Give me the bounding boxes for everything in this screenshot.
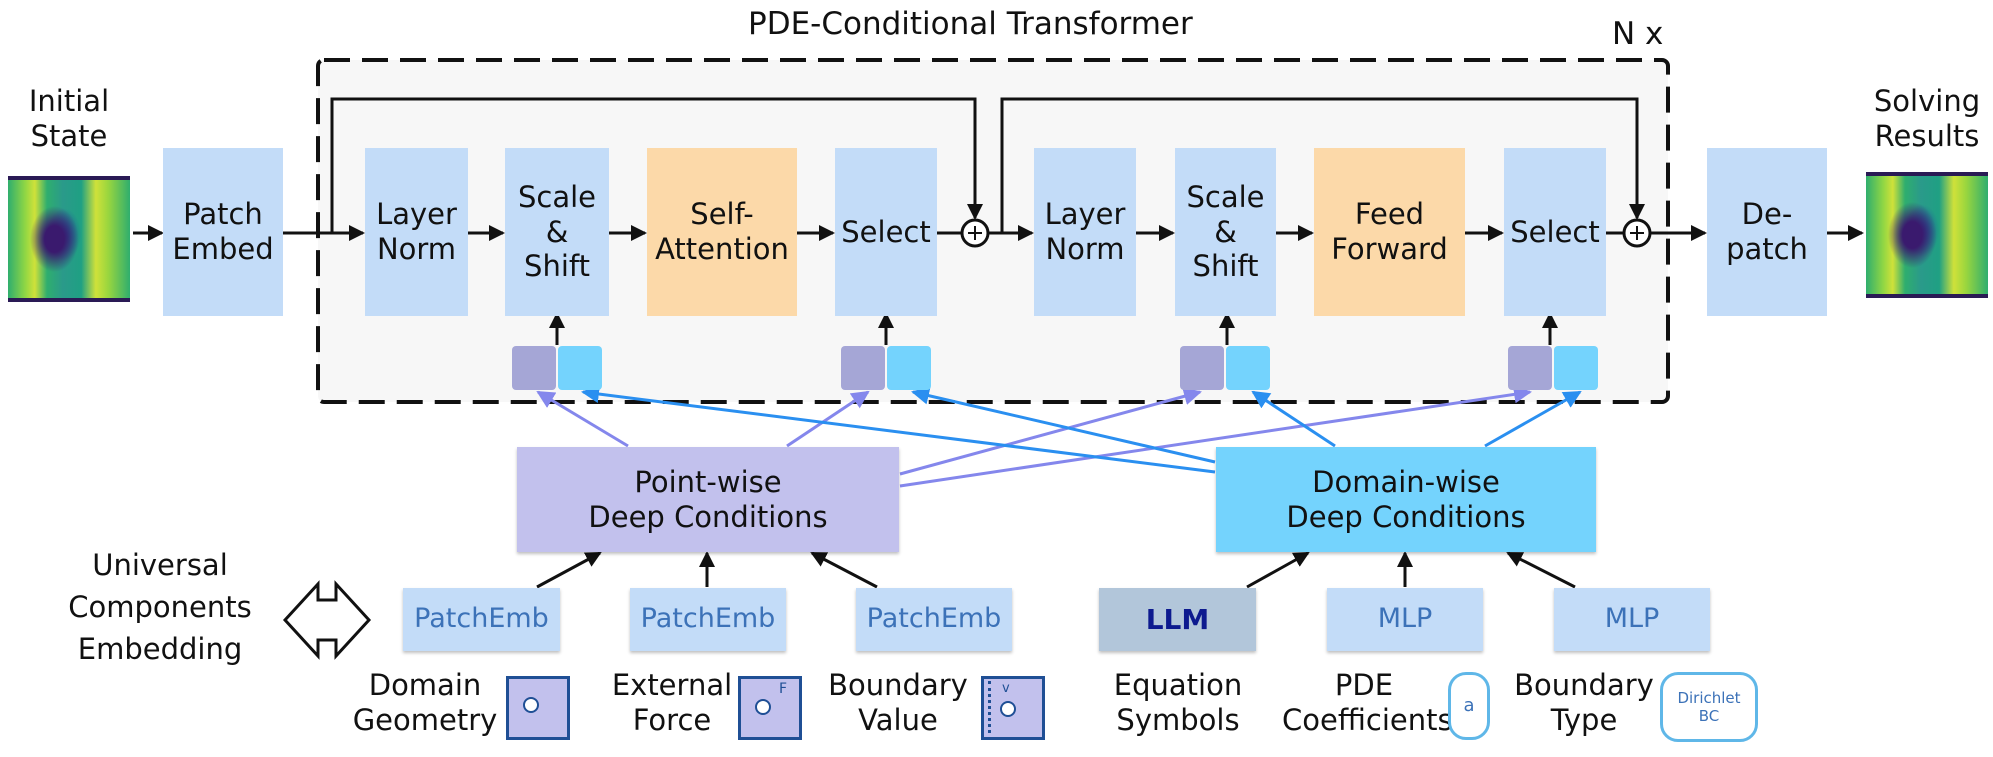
repeat-label: N x xyxy=(1612,16,1664,52)
select-block-2: Select xyxy=(1504,148,1606,316)
domainwise-token-4 xyxy=(1554,346,1598,390)
layer-norm-block-2: Layer Norm xyxy=(1034,148,1136,316)
patch-emb-boundary: PatchEmb xyxy=(856,588,1012,651)
initial-state-image xyxy=(8,176,130,302)
pointwise-token-1 xyxy=(512,346,556,390)
mlp-coefficients: MLP xyxy=(1327,588,1483,651)
llm-embedder: LLM xyxy=(1099,588,1256,651)
scale-shift-block-1: Scale & Shift xyxy=(505,148,609,316)
domain-geometry-label: Domain Geometry xyxy=(352,668,498,737)
boundary-type-label: Boundary Type xyxy=(1514,668,1654,737)
patch-embed-block: Patch Embed xyxy=(163,148,283,316)
double-arrow-icon xyxy=(282,580,372,660)
equation-symbols-label: Equation Symbols xyxy=(1113,668,1243,737)
transformer-frame xyxy=(316,58,1670,404)
pointwise-token-4 xyxy=(1508,346,1552,390)
pointwise-token-3 xyxy=(1180,346,1224,390)
boundary-type-icon: Dirichlet BC xyxy=(1660,672,1758,742)
self-attention-block: Self- Attention xyxy=(647,148,797,316)
pde-coefficients-label: PDE Coefficients xyxy=(1282,668,1453,737)
domain-geometry-icon xyxy=(506,676,570,740)
solving-results-label: Solving Results xyxy=(1873,84,1981,153)
layer-norm-block-1: Layer Norm xyxy=(365,148,468,316)
diagram-title: PDE-Conditional Transformer xyxy=(748,6,1193,42)
mlp-boundary-type: MLP xyxy=(1554,588,1710,651)
pointwise-conditions-box: Point-wise Deep Conditions xyxy=(517,447,899,552)
patch-emb-geometry: PatchEmb xyxy=(403,588,560,651)
external-force-icon: F xyxy=(738,676,802,740)
domainwise-token-3 xyxy=(1226,346,1270,390)
pointwise-token-2 xyxy=(841,346,885,390)
external-force-label: External Force xyxy=(611,668,733,737)
domainwise-token-2 xyxy=(887,346,931,390)
universal-components-label: Universal Components Embedding xyxy=(68,548,252,667)
domainwise-conditions-box: Domain-wise Deep Conditions xyxy=(1216,447,1596,552)
scale-shift-block-2: Scale & Shift xyxy=(1175,148,1276,316)
select-block-1: Select xyxy=(835,148,937,316)
force-icon-text: F xyxy=(779,681,788,697)
boundary-value-label: Boundary Value xyxy=(828,668,968,737)
boundary-icon-text: v xyxy=(1002,681,1010,696)
patch-emb-force: PatchEmb xyxy=(630,588,786,651)
depatch-block: De- patch xyxy=(1707,148,1827,316)
boundary-value-icon: v xyxy=(981,676,1045,740)
initial-state-label: Initial State xyxy=(28,84,110,153)
solving-results-image xyxy=(1866,172,1988,298)
feed-forward-block: Feed Forward xyxy=(1314,148,1465,316)
pde-coefficient-icon: a xyxy=(1448,672,1490,740)
domainwise-token-1 xyxy=(558,346,602,390)
